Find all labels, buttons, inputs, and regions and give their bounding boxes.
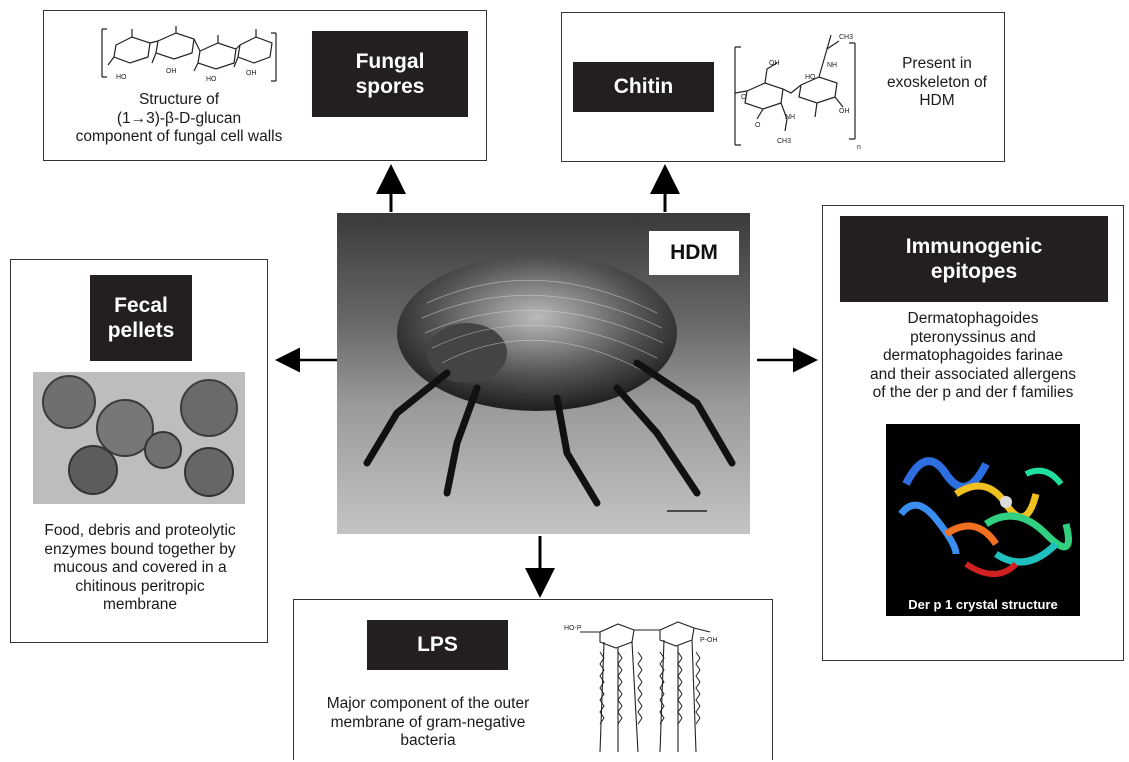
svg-text:CH3: CH3 xyxy=(839,34,853,41)
glucan-structure-icon: HO OH HO OH xyxy=(96,23,286,85)
svg-text:HO: HO xyxy=(116,74,127,81)
svg-text:OH: OH xyxy=(839,108,850,115)
hdm-label: HDM xyxy=(649,231,739,275)
svg-text:OH: OH xyxy=(246,70,257,77)
hdm-mite-image: HDM xyxy=(337,213,750,534)
svg-text:P-OH: P-OH xyxy=(700,637,718,644)
lps-caption: Major component of the outer membrane of… xyxy=(308,695,548,751)
lps-box: LPS HO-P P-OH Major component of the out… xyxy=(293,599,773,760)
fungal-spores-box: HO OH HO OH Fungal spores Structure of (… xyxy=(43,10,487,161)
pellet-icon xyxy=(33,372,245,504)
svg-text:NH: NH xyxy=(827,62,837,69)
svg-text:n: n xyxy=(857,144,861,151)
fecal-pellets-image xyxy=(33,372,245,504)
svg-text:HO: HO xyxy=(805,74,816,81)
immunogenic-epitopes-label: Immunogenic epitopes xyxy=(840,216,1108,302)
der-p1-crystal-image: Der p 1 crystal structure xyxy=(886,424,1080,616)
protein-ribbon-icon xyxy=(886,424,1080,616)
immunogenic-caption: Dermatophagoides pteronyssinus and derma… xyxy=(823,310,1123,403)
immunogenic-epitopes-box: Immunogenic epitopes Dermatophagoides pt… xyxy=(822,205,1124,661)
lps-structure-icon: HO-P P-OH xyxy=(560,612,730,762)
svg-text:CH3: CH3 xyxy=(777,138,791,145)
lps-label: LPS xyxy=(367,620,508,670)
chitin-caption: Present in exoskeleton of HDM xyxy=(882,55,992,111)
der-p1-caption: Der p 1 crystal structure xyxy=(886,597,1080,612)
chitin-label: Chitin xyxy=(573,62,714,112)
chitin-box: Chitin OH NH O CH3 NH CH3 HO OH O n Pres… xyxy=(561,12,1005,162)
svg-text:NH: NH xyxy=(785,114,795,121)
fecal-pellets-caption: Food, debris and proteolytic enzymes bou… xyxy=(11,522,269,615)
svg-text:O: O xyxy=(741,94,747,101)
fecal-pellets-box: Fecal pellets Food, debris and proteolyt… xyxy=(10,259,268,643)
fungal-spores-label: Fungal spores xyxy=(312,31,468,117)
svg-text:OH: OH xyxy=(769,60,780,67)
svg-text:O: O xyxy=(755,122,761,129)
fecal-pellets-label: Fecal pellets xyxy=(90,275,192,361)
svg-text:HO-P: HO-P xyxy=(564,625,582,632)
svg-text:HO: HO xyxy=(206,76,217,83)
svg-text:OH: OH xyxy=(166,68,177,75)
chitin-structure-icon: OH NH O CH3 NH CH3 HO OH O n xyxy=(727,27,887,157)
fungal-spores-caption: Structure of (1→3)-β-D-glucan component … xyxy=(54,91,304,147)
